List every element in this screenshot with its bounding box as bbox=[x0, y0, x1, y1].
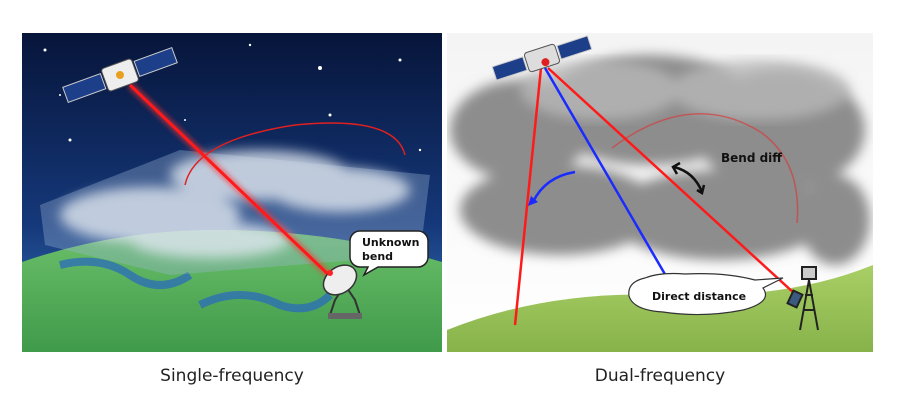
signal-beam bbox=[128, 83, 334, 280]
red-signal-right bbox=[547, 67, 796, 295]
blue-signal bbox=[543, 67, 668, 277]
ground-dish-icon bbox=[322, 264, 362, 319]
dual-frequency-panel: Bend diff Direct distance bbox=[447, 33, 873, 352]
satellite-icon bbox=[62, 47, 178, 103]
unknown-bend-callout: Unknown bend bbox=[349, 230, 429, 277]
red-signal-left bbox=[513, 67, 543, 326]
blue-bend-arrow bbox=[531, 170, 576, 203]
bend-arc bbox=[184, 122, 406, 186]
satellite-icon bbox=[491, 35, 593, 81]
caption-single-frequency: Single-frequency bbox=[160, 366, 304, 386]
caption-dual-frequency: Dual-frequency bbox=[594, 366, 726, 386]
stars bbox=[43, 43, 422, 152]
ground-tower-icon bbox=[786, 266, 819, 331]
single-frequency-panel: Unknown bend bbox=[22, 33, 442, 352]
bend-arc bbox=[611, 112, 799, 224]
bend-diff-label: Bend diff bbox=[721, 151, 782, 165]
cloud-layer bbox=[40, 150, 430, 275]
callout-text-line2: bend bbox=[362, 250, 393, 263]
callout-text-line1: Unknown bbox=[362, 236, 419, 249]
direct-distance-label: Direct distance bbox=[652, 290, 746, 303]
direct-distance-callout: Direct distance bbox=[628, 272, 784, 316]
double-arrow-icon bbox=[671, 161, 706, 195]
earth bbox=[22, 229, 442, 352]
